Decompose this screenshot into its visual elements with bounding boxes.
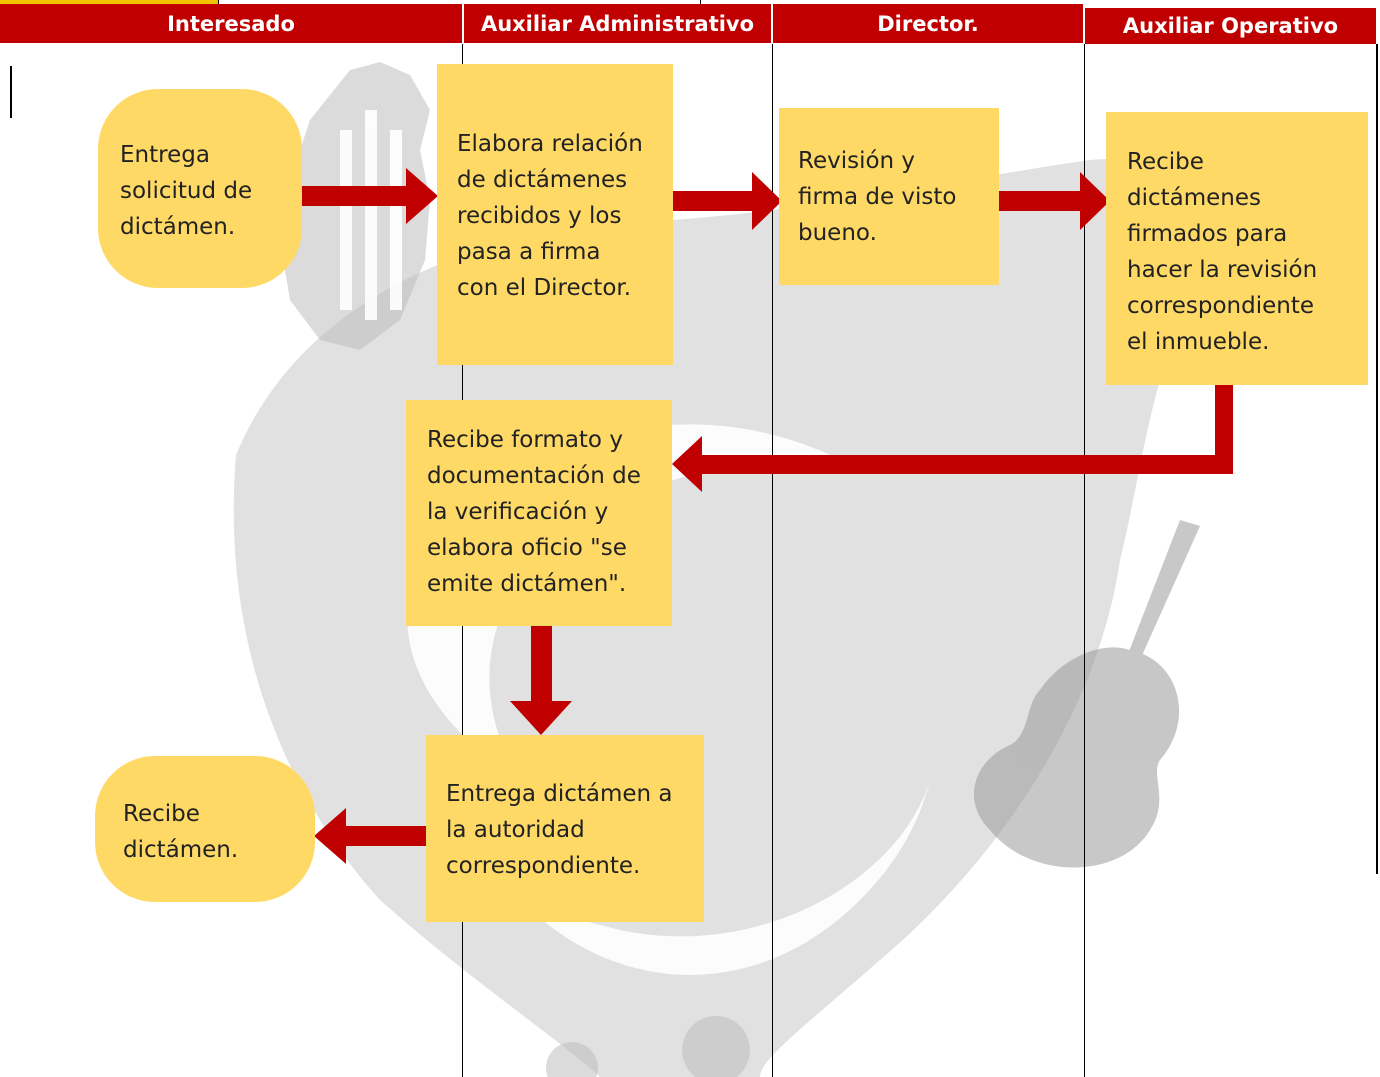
flow-arrow [300, 168, 438, 224]
lane-header-auxiliar-administrativo: Auxiliar Administrativo [464, 4, 771, 43]
text-cursor [10, 66, 12, 118]
flow-arrow [672, 385, 1233, 492]
flow-arrow [672, 172, 782, 230]
lane-divider [1084, 44, 1085, 1077]
lane-header-director: Director. [773, 4, 1083, 43]
step-recibe-dictamen: Recibe dictámen. [95, 756, 315, 902]
lane-header-auxiliar-operativo: Auxiliar Operativo [1085, 8, 1376, 44]
lane-divider [772, 44, 773, 1077]
step-entrega-dictamen: Entrega dictámen a la autoridad correspo… [426, 735, 704, 922]
step-revision-firma: Revisión y firma de visto bueno. [779, 108, 999, 285]
flow-arrow [314, 808, 426, 864]
lane-header-interesado: Interesado [0, 4, 462, 43]
top-cursor-mark [700, 0, 701, 6]
step-recibe-formato: Recibe formato y documentación de la ver… [406, 400, 672, 626]
flow-arrow [510, 622, 572, 735]
step-entrega-solicitud: Entrega solicitud de dictámen. [98, 89, 302, 288]
flow-arrow [998, 172, 1110, 230]
step-recibe-dictamenes-firmados: Recibe dictámenes firmados para hacer la… [1106, 112, 1368, 385]
step-elabora-relacion: Elabora relación de dictámenes recibidos… [437, 64, 673, 365]
lane-divider [1376, 44, 1378, 874]
